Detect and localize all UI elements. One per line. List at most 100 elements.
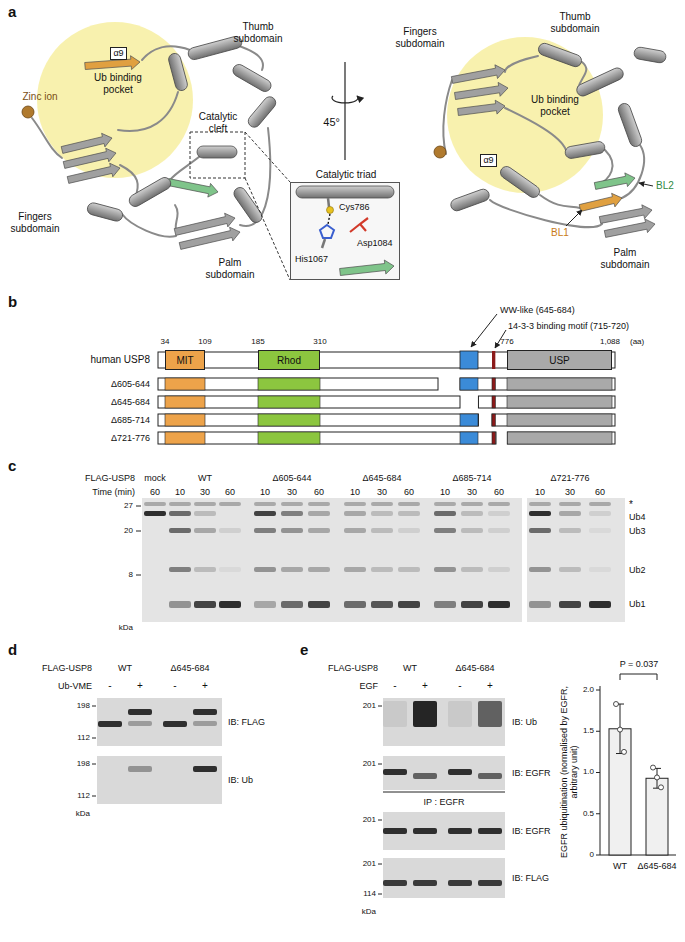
gel-band xyxy=(589,511,611,516)
helix-ribbon xyxy=(296,186,394,198)
figure-label: 201 xyxy=(363,701,376,710)
axis-tick xyxy=(596,772,600,773)
residue-label: Asp1084 xyxy=(357,239,393,249)
cys-stick xyxy=(328,198,329,207)
gel-band xyxy=(344,567,366,572)
axis-tick xyxy=(596,813,600,814)
strand-ribbon xyxy=(340,260,394,276)
blot-band xyxy=(413,880,437,886)
panel-letter: b xyxy=(8,293,17,310)
figure-label: 1,088 xyxy=(600,337,620,346)
blot-band xyxy=(98,721,122,727)
protein-bar xyxy=(158,414,478,426)
figure-label: WW-like (645-684) xyxy=(500,305,575,315)
gel-band xyxy=(344,528,366,533)
figure-label: Ub4 xyxy=(629,512,646,522)
gel-band xyxy=(281,528,303,533)
figure-label: 2.0 xyxy=(583,685,594,694)
gel-band xyxy=(461,502,483,506)
figure-label: FLAG-USP8 xyxy=(42,663,92,673)
figure-label: 201 xyxy=(363,815,376,824)
helix-ribbon xyxy=(564,141,605,160)
strand-ribbon xyxy=(604,219,655,238)
helix-tag: α9 xyxy=(110,47,127,60)
figure-label: 1.0 xyxy=(583,767,594,776)
gel-band xyxy=(344,511,366,516)
gel-band xyxy=(559,511,581,516)
figure-label: 10 xyxy=(350,487,360,497)
domain-segment xyxy=(165,414,205,426)
cleft-box xyxy=(190,132,245,178)
gel-band xyxy=(488,567,510,572)
figure-label: IB: FLAG xyxy=(512,873,549,883)
ub-pocket-highlight xyxy=(447,37,603,193)
gel-band xyxy=(559,567,581,572)
blot-band xyxy=(383,828,407,834)
domain-segment xyxy=(258,432,320,444)
figure-label: + xyxy=(137,680,143,692)
gel-band xyxy=(398,528,420,533)
figure-label: EGF xyxy=(359,681,378,691)
figure-label: Δ605-644 xyxy=(111,379,150,389)
domain-segment xyxy=(492,396,495,408)
gel-band xyxy=(398,511,420,516)
blot-band xyxy=(128,766,152,772)
figure-label: WT xyxy=(198,473,212,483)
figure-label: 198 xyxy=(77,759,90,768)
loop-coil xyxy=(622,145,644,198)
domain-segment xyxy=(492,378,495,390)
figure-label: Ub binding pocket xyxy=(87,72,149,95)
rotation-arrow xyxy=(332,96,358,103)
axis-tick xyxy=(596,690,600,691)
figure-label: 109 xyxy=(198,337,211,346)
figure-label: - xyxy=(393,680,396,692)
domain-segment xyxy=(460,414,478,426)
gel-band xyxy=(461,601,483,608)
gel-band xyxy=(219,601,241,608)
data-point xyxy=(659,785,664,790)
gel-band xyxy=(371,567,393,572)
helix-ribbon xyxy=(197,146,237,158)
figure-label: 112 xyxy=(77,733,90,742)
gel-band xyxy=(144,502,166,506)
axis-tick xyxy=(596,855,600,856)
ub-pocket-highlight xyxy=(37,22,193,178)
figure-label: Fingers subdomain xyxy=(392,26,448,49)
figure-label: 310 xyxy=(313,337,326,346)
figure-label: 10 xyxy=(535,487,545,497)
helix-ribbon xyxy=(449,188,491,213)
strand-ribbon xyxy=(458,100,505,115)
gel-band xyxy=(529,601,551,608)
protein-bar xyxy=(158,396,460,408)
gel-band xyxy=(434,567,456,572)
helix-ribbon xyxy=(633,46,667,63)
figure-label: Ub3 xyxy=(629,526,646,536)
gel-band xyxy=(254,502,276,506)
blot-band xyxy=(193,766,217,772)
gel-band xyxy=(461,511,483,516)
figure-label: IB: EGFR xyxy=(512,768,551,778)
domain-segment xyxy=(507,432,612,444)
gel-band xyxy=(488,528,510,533)
gel-band xyxy=(461,567,483,572)
domain-box: Rhod xyxy=(258,350,320,370)
blot xyxy=(97,698,222,746)
domain-segment xyxy=(507,396,612,408)
figure-label: FLAG-USP8 xyxy=(328,663,378,673)
data-point xyxy=(614,702,619,707)
figure-label: 8 xyxy=(129,570,133,579)
figure-label: IP : EGFR xyxy=(424,797,465,807)
figure-label: Thumb subdomain xyxy=(230,21,286,44)
gel-band xyxy=(529,511,551,516)
figure-label: Catalytic cleft xyxy=(192,111,244,134)
figure-label: - xyxy=(173,680,176,692)
figure-label: 10 xyxy=(440,487,450,497)
blot-smear xyxy=(448,701,472,727)
marker-tick xyxy=(136,575,141,576)
marker-tick xyxy=(136,531,141,532)
inset-title: Catalytic triad xyxy=(316,169,377,180)
strand-ribbon xyxy=(179,227,240,249)
gel-band xyxy=(254,511,276,516)
loop-coil xyxy=(120,165,138,198)
helix-ribbon xyxy=(537,42,583,69)
